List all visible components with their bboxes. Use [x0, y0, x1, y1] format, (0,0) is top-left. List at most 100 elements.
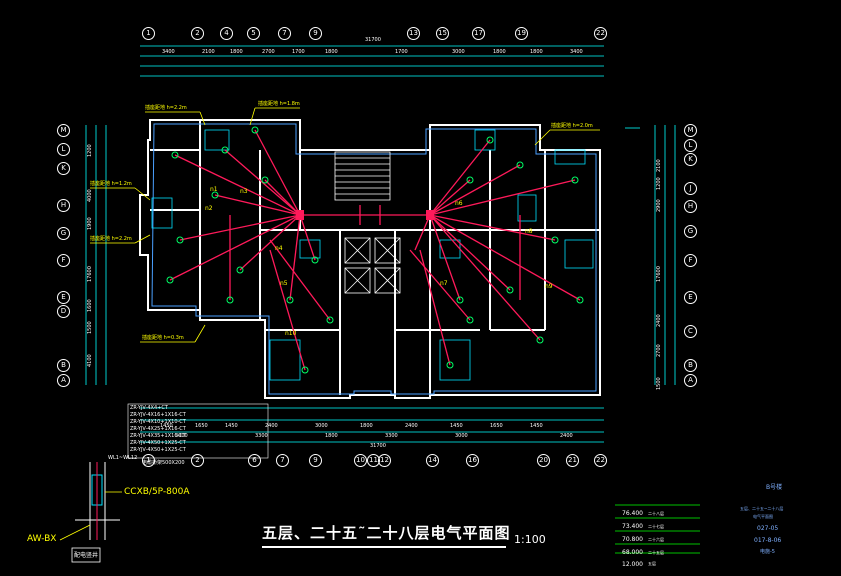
- dimension-text: 3300: [385, 433, 398, 439]
- elevation-value: 70.800: [622, 536, 643, 543]
- dimension-text: 1600: [87, 299, 93, 312]
- dimension-text: 17600: [656, 266, 662, 282]
- axis-bubble-right-H: H: [684, 200, 697, 213]
- axis-bubble-left-K: K: [57, 162, 70, 175]
- axis-bubble-top-4: 4: [220, 27, 233, 40]
- cable-legend-row: ZR-YJV-4X4+CT: [130, 405, 168, 411]
- riser-tag: WL1~WL12: [108, 455, 138, 461]
- axis-bubble-bottom-21: 21: [566, 454, 579, 467]
- info-sheet: 电施-5: [760, 549, 775, 555]
- dimension-text: 1500: [656, 377, 662, 390]
- dimension-text: 2700: [656, 344, 662, 357]
- dimension-text: 3000: [452, 49, 465, 55]
- axis-bubble-bottom-20: 20: [537, 454, 550, 467]
- riser-box: AW-BX: [27, 534, 57, 544]
- cable-legend-row: ZR-YJV-4X25+1X16-CT: [130, 426, 186, 432]
- wiring: [169, 129, 581, 371]
- axis-bubble-left-M: M: [57, 124, 70, 137]
- axis-bubble-top-22: 22: [594, 27, 607, 40]
- axis-bubble-top-2: 2: [191, 27, 204, 40]
- callout-5: 插座距地 h=2.2m: [90, 236, 132, 242]
- circuit-label: n3: [240, 188, 248, 195]
- axis-bubble-bottom-12: 12: [378, 454, 391, 467]
- dimension-text: 1450: [450, 423, 463, 429]
- axis-bubble-right-J: J: [684, 182, 697, 195]
- axis-bubble-bottom-7: 7: [276, 454, 289, 467]
- elevation-table: 76.400 二十八层 73.400 二十七层 70.800 二十六层 68.0…: [622, 507, 702, 569]
- bottom-dimension-lines: [140, 407, 604, 443]
- circuit-label: n4: [275, 245, 283, 252]
- dimension-text: 4000: [87, 189, 93, 202]
- axis-bubble-bottom-22: 22: [594, 454, 607, 467]
- dimension-total: 31700: [370, 443, 386, 449]
- axis-bubble-left-H: H: [57, 199, 70, 212]
- elevation-value: 12.000: [622, 560, 643, 568]
- dimension-text: 2100: [656, 159, 662, 172]
- drawing-title: 五层、二十五˜二十八层电气平面图: [262, 524, 511, 542]
- axis-bubble-left-F: F: [57, 254, 70, 267]
- dimension-text: 3300: [255, 433, 268, 439]
- elevation-row: 73.400 二十七层: [622, 520, 702, 533]
- axis-bubble-top-5: 5: [247, 27, 260, 40]
- dimension-text: 3400: [162, 49, 175, 55]
- axis-bubble-top-9: 9: [309, 27, 322, 40]
- dimension-text: 1800: [325, 433, 338, 439]
- dimension-text: 1450: [160, 423, 173, 429]
- circuit-label: n10: [285, 330, 297, 337]
- cable-legend-row: ZR-YJV-4X35+1X16-CT: [130, 433, 186, 439]
- dimension-text: 2900: [656, 199, 662, 212]
- callout-3: 插座距地 h=2.0m: [551, 123, 593, 129]
- axis-bubble-right-A: A: [684, 374, 697, 387]
- stairwell: [334, 151, 401, 294]
- inner-wall-lines: [151, 123, 597, 395]
- dimension-text: 3000: [455, 433, 468, 439]
- axis-bubble-right-C: C: [684, 325, 697, 338]
- axis-bubble-top-17: 17: [472, 27, 485, 40]
- riser-breaker: CCXB/5P-800A: [124, 487, 190, 497]
- dimension-text: 3000: [175, 433, 188, 439]
- info-building: B号楼: [766, 484, 783, 491]
- axis-bubble-left-B: B: [57, 359, 70, 372]
- elevation-value: 73.400: [622, 523, 643, 530]
- elevation-note: 二十八层: [648, 510, 664, 516]
- axis-bubble-right-F: F: [684, 254, 697, 267]
- dimension-text: 3400: [570, 49, 583, 55]
- axis-bubble-right-B: B: [684, 359, 697, 372]
- circuit-label: n8: [525, 228, 533, 235]
- dimension-text: 3000: [315, 423, 328, 429]
- axis-bubble-bottom-10: 10: [354, 454, 367, 467]
- right-dimension-lines: [625, 125, 676, 385]
- info-sheet-title-2: 电气平面图: [753, 514, 773, 519]
- axis-bubble-bottom-14: 14: [426, 454, 439, 467]
- info-sheet-title-1: 五层、二十五~二十八层: [740, 506, 784, 511]
- dimension-text: 2400: [265, 423, 278, 429]
- elevation-row: 76.400 二十八层: [622, 507, 702, 520]
- dimension-text: 1800: [530, 49, 543, 55]
- elevation-row: 12.000 五层: [622, 559, 702, 569]
- dimension-text: 4100: [87, 354, 93, 367]
- riser-detail: [59, 462, 122, 563]
- dimension-text: 1450: [225, 423, 238, 429]
- axis-bubble-left-E: E: [57, 291, 70, 304]
- dimension-text: 1650: [490, 423, 503, 429]
- legend-note: 电缆桥架500X200: [142, 460, 185, 466]
- left-dimension-lines: [85, 125, 107, 385]
- axis-bubble-top-13: 13: [407, 27, 420, 40]
- dimension-text: 1800: [360, 423, 373, 429]
- axis-bubble-right-E: E: [684, 291, 697, 304]
- axis-bubble-right-L: L: [684, 139, 697, 152]
- elevation-note: 二十五层: [648, 549, 664, 555]
- axis-bubble-left-A: A: [57, 374, 70, 387]
- axis-bubble-right-K: K: [684, 153, 697, 166]
- axis-bubble-top-7: 7: [278, 27, 291, 40]
- elevation-value: 76.400: [622, 510, 643, 517]
- axis-bubble-bottom-6: 6: [248, 454, 261, 467]
- dimension-text: 2400: [405, 423, 418, 429]
- fixtures: [151, 129, 594, 381]
- info-number: 027-05: [757, 525, 779, 532]
- callout-6: 插座距地 h=0.3m: [142, 335, 184, 341]
- circuit-label: n9: [545, 283, 553, 290]
- electrical-devices: [166, 126, 584, 374]
